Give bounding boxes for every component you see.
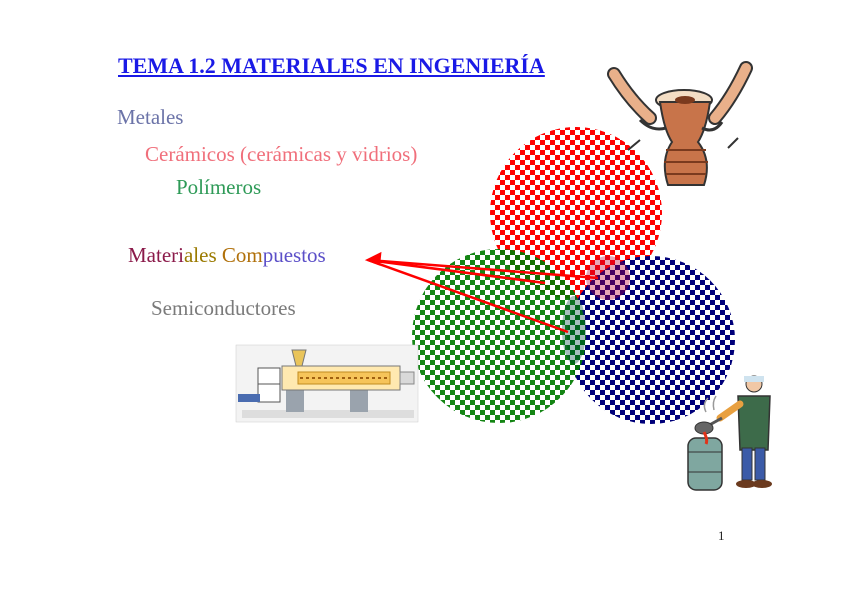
arrow-1 <box>367 258 599 280</box>
compuestos-part-1: Materi <box>128 243 184 267</box>
potter-icon <box>607 61 753 186</box>
foundry-worker-icon <box>687 375 772 491</box>
compuestos-part-3: Com <box>221 243 263 267</box>
arrow-3 <box>367 258 569 334</box>
arrow-tail <box>364 251 382 266</box>
compuestos-part-2: ales <box>183 243 222 267</box>
item-ceramicos: Cerámicos (cerámicas y vidrios) <box>145 142 418 166</box>
blue-circle <box>567 256 735 424</box>
compuestos-part-4: puestos <box>262 243 326 267</box>
item-metales: Metales <box>117 105 184 129</box>
item-polimeros: Polímeros <box>176 175 262 199</box>
extruder-machine-icon <box>235 344 419 423</box>
page-title: TEMA 1.2 MATERIALES EN INGENIERÍA <box>118 53 545 78</box>
arrow-group <box>364 251 599 334</box>
overlap-green-blue <box>562 296 586 364</box>
overlap-red-blue <box>586 256 630 300</box>
item-compuestos: Materiales Compuestos <box>128 243 326 268</box>
item-semiconductores: Semiconductores <box>151 296 296 320</box>
page-number: 1 <box>718 528 725 543</box>
arrow-2 <box>367 258 546 285</box>
